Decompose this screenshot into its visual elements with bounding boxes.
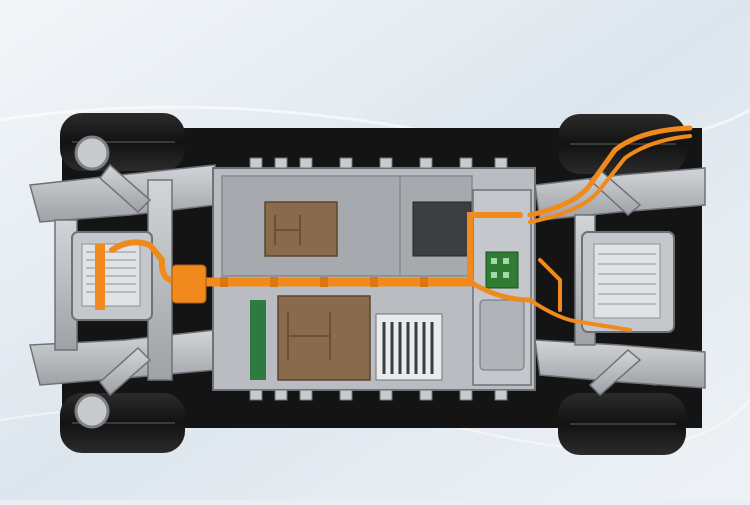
hv-junction-box — [171, 264, 207, 304]
battery-pack — [212, 157, 536, 401]
cell-module-lower — [277, 295, 371, 381]
hub-rear-left — [74, 393, 110, 429]
cover-plate — [412, 201, 472, 257]
exposed-cells — [375, 313, 443, 381]
front-hv-harness — [527, 125, 693, 332]
tire-rear-right — [558, 393, 686, 455]
control-pcb — [485, 251, 519, 289]
busbar-strip — [250, 300, 266, 380]
front-drive-unit — [581, 231, 675, 333]
rear-drive-unit — [71, 231, 153, 321]
cable-clips — [220, 277, 428, 287]
hub-front-left — [74, 135, 110, 171]
